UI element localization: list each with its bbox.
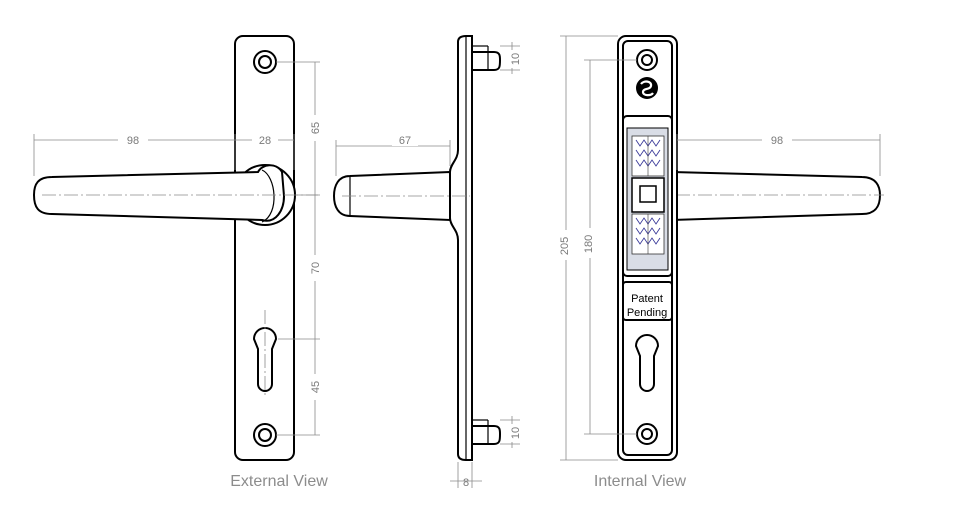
patent-label-line2: Pending xyxy=(627,307,667,319)
internal-spring-housing xyxy=(622,115,673,277)
dim-external-lever-to-cylinder: 70 xyxy=(310,262,322,274)
dim-internal-screw-centres: 180 xyxy=(583,235,595,253)
internal-lever xyxy=(671,170,882,222)
side-bottom-pin xyxy=(472,425,502,445)
dim-side-bottom-pin: 10 xyxy=(510,427,522,439)
external-view: 98 28 65 70 45 External View xyxy=(32,35,328,490)
internal-view-label: Internal View xyxy=(594,473,687,490)
internal-cylinder-cutout xyxy=(634,334,660,392)
internal-view: Patent Pending 205 180 98 Internal View xyxy=(558,35,884,490)
side-view: 67 10 10 8 xyxy=(332,35,522,489)
side-backplate xyxy=(449,35,473,461)
dim-internal-lever-length: 98 xyxy=(771,135,783,147)
external-lever xyxy=(32,164,286,222)
external-backplate xyxy=(234,35,295,461)
internal-lower-spring xyxy=(631,213,665,255)
external-top-screw xyxy=(253,50,277,74)
dim-side-projection: 67 xyxy=(399,135,411,147)
dim-external-rose-width: 28 xyxy=(259,135,271,147)
dim-side-top-pin: 10 xyxy=(510,53,522,65)
internal-logo-badge xyxy=(636,77,658,99)
dim-side-thickness: 8 xyxy=(463,477,469,489)
dim-external-cylinder-to-screw: 45 xyxy=(310,381,322,393)
internal-follower-square xyxy=(631,177,665,213)
patent-label-line1: Patent xyxy=(631,293,663,305)
external-bottom-screw xyxy=(253,423,277,447)
dim-external-top-to-lever: 65 xyxy=(310,122,322,134)
internal-upper-spring xyxy=(631,135,665,177)
external-cylinder-cutout xyxy=(252,327,278,392)
dim-external-lever-length: 98 xyxy=(127,135,139,147)
side-top-pin xyxy=(472,51,502,71)
internal-patent-box xyxy=(622,281,673,321)
external-view-label: External View xyxy=(230,473,328,490)
dim-internal-overall-height: 205 xyxy=(559,237,571,255)
